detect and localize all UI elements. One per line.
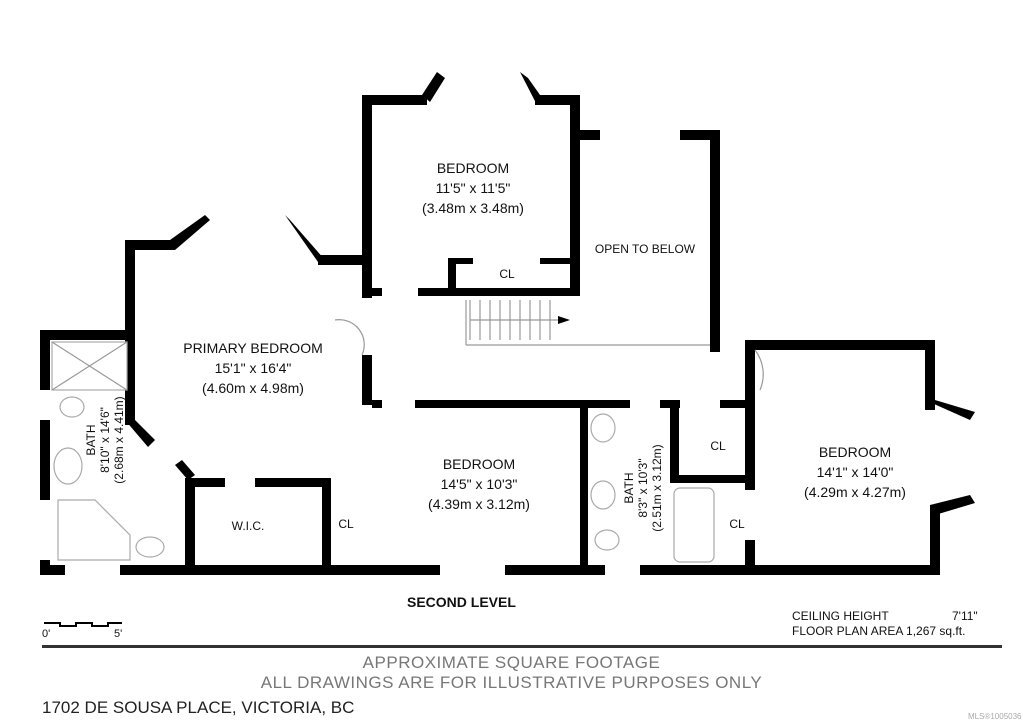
scale-bar: [44, 622, 122, 627]
ceiling-label: CEILING HEIGHT: [792, 609, 889, 623]
scale-start: 0': [42, 628, 51, 640]
room-name: BEDROOM: [437, 160, 509, 176]
disclaimer-line: APPROXIMATE SQUARE FOOTAGE: [362, 653, 661, 672]
fixtures: [51, 300, 764, 563]
room-dim: 8'3" x 10'3": [636, 458, 650, 517]
scale-end: 5': [114, 628, 123, 640]
room-dim: 11'5" x 11'5": [436, 180, 511, 196]
divider: [42, 645, 1002, 648]
room-name: BATH: [84, 424, 98, 455]
room-dim: 14'1" x 14'0": [817, 464, 894, 480]
room-dim: 14'5" x 10'3": [441, 476, 518, 492]
room-dim-metric: (4.29m x 4.27m): [804, 484, 906, 500]
room-dim: 15'1" x 16'4": [215, 360, 292, 376]
open-to-below: OPEN TO BELOW: [595, 242, 696, 256]
closet-label: CL: [338, 517, 354, 531]
room-name: BEDROOM: [819, 444, 891, 460]
ceiling-value: 7'11": [952, 609, 978, 623]
walls: [40, 72, 975, 575]
room-dim-metric: (3.48m x 3.48m): [422, 200, 524, 216]
closet-label: CL: [499, 267, 515, 281]
room-name: BATH: [622, 472, 636, 503]
wic-label: W.I.C.: [232, 519, 265, 533]
mls-number: MLS®1005036: [968, 712, 1022, 721]
room-dim: 8'10" x 14'6": [98, 407, 112, 473]
room-dim-metric: (2.51m x 3.12m): [650, 444, 664, 531]
level-title: SECOND LEVEL: [407, 594, 516, 610]
floor-plan-area: FLOOR PLAN AREA 1,267 sq.ft.: [792, 624, 966, 638]
room-name: BEDROOM: [443, 456, 515, 472]
room-labels: BEDROOM 11'5" x 11'5" (3.48m x 3.48m) OP…: [84, 160, 906, 533]
room-dim-metric: (4.39m x 3.12m): [428, 496, 530, 512]
address: 1702 DE SOUSA PLACE, VICTORIA, BC: [42, 698, 355, 717]
disclaimer-line: ALL DRAWINGS ARE FOR ILLUSTRATIVE PURPOS…: [260, 673, 763, 692]
closet-label: CL: [710, 439, 726, 453]
room-name: PRIMARY BEDROOM: [183, 340, 323, 356]
room-dim-metric: (4.60m x 4.98m): [202, 380, 304, 396]
room-dim-metric: (2.68m x 4.41m): [112, 396, 126, 483]
closet-label: CL: [729, 517, 745, 531]
